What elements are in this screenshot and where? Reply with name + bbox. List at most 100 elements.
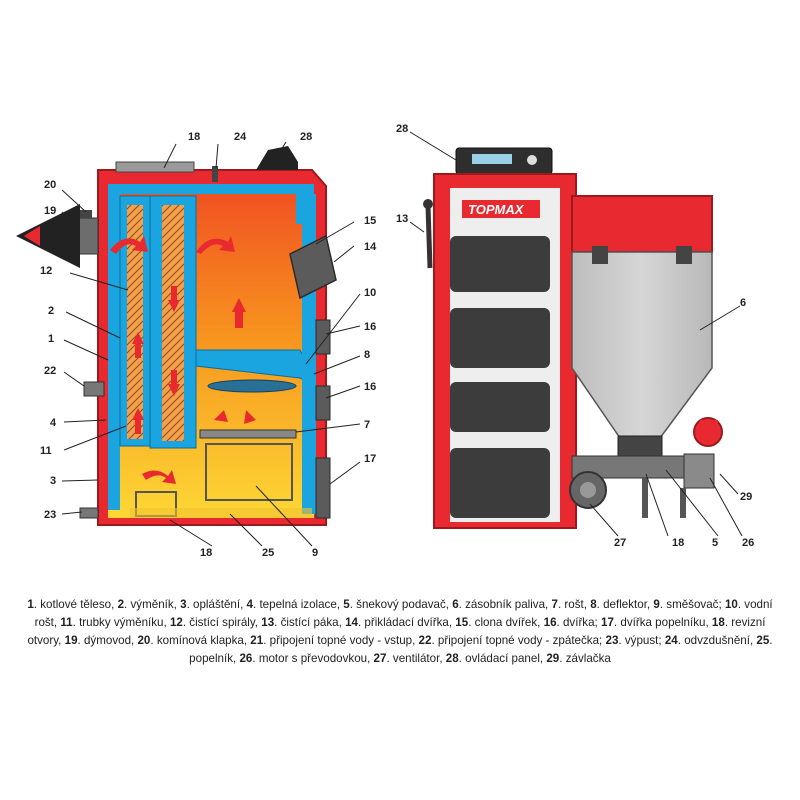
- legend-number: 23: [605, 634, 619, 647]
- deflector: [207, 379, 297, 393]
- legend-item: 4. tepelná izolace: [246, 598, 337, 611]
- legend-number: 15: [455, 616, 469, 629]
- label-22: 22: [44, 365, 56, 377]
- air-vent: [212, 166, 218, 182]
- legend-text: komínová klapka: [156, 634, 244, 647]
- hopper-lid: [571, 195, 713, 253]
- legend-text: trubky výměníku: [79, 616, 164, 629]
- front-door-3: [450, 382, 550, 432]
- legend-item: 17. dvířka popelníku: [601, 616, 706, 629]
- cleaning-lever: [425, 205, 433, 269]
- legend-text: clona dvířek: [474, 616, 538, 629]
- legend-item: 19. dýmovod: [64, 634, 132, 647]
- label-2: 2: [48, 305, 54, 317]
- legend-item: 1. kotlové těleso: [27, 598, 112, 611]
- ash-door: [315, 457, 331, 519]
- legend-item: 8. deflektor: [590, 598, 647, 611]
- label-15: 15: [364, 215, 376, 227]
- label-12: 12: [40, 265, 52, 277]
- fuel-hopper: [571, 251, 713, 439]
- legend-number: 18: [711, 616, 725, 629]
- label-7: 7: [364, 419, 370, 431]
- legend-text: čistící páka: [280, 616, 339, 629]
- legend-text: popelník: [189, 652, 234, 665]
- legend-item: 25. popelník: [189, 634, 773, 665]
- legend-item: 15. clona dvířek: [455, 616, 538, 629]
- legend-text: opláštění: [193, 598, 241, 611]
- exterior-boiler: TOPMAX: [396, 123, 754, 549]
- legend-text: výměník: [130, 598, 174, 611]
- label-18-right: 18: [672, 537, 684, 549]
- legend-text: ovládací panel: [465, 652, 540, 665]
- label-14: 14: [364, 241, 377, 253]
- grate: [199, 429, 297, 439]
- legend-number: 28: [445, 652, 459, 665]
- legend-item: 3. opláštění: [180, 598, 241, 611]
- label-3: 3: [50, 475, 56, 487]
- label-23: 23: [44, 509, 56, 521]
- legend-text: čistící spirály: [189, 616, 255, 629]
- legend-number: 8: [590, 598, 597, 611]
- legend-number: 12: [169, 616, 183, 629]
- front-door-4: [450, 448, 550, 518]
- legend-item: 10. vodní rošt: [34, 598, 773, 629]
- legend-number: 20: [137, 634, 151, 647]
- gear-motor: [683, 453, 715, 489]
- label-5: 5: [712, 537, 718, 549]
- legend-number: 11: [60, 616, 73, 629]
- legend-text: připojení topné vody - zpátečka;: [437, 634, 603, 647]
- label-6: 6: [740, 297, 746, 309]
- label-27: 27: [614, 537, 626, 549]
- label-11: 11: [40, 445, 52, 457]
- label-18-top: 18: [188, 131, 200, 143]
- label-16-lower: 16: [364, 381, 376, 393]
- legend-text: motor s převodovkou: [258, 652, 368, 665]
- label-28-left: 28: [300, 131, 312, 143]
- label-18-bottom: 18: [200, 547, 212, 559]
- legend-item: 11. trubky výměníku: [60, 616, 164, 629]
- legend-number: 29: [546, 652, 560, 665]
- label-26: 26: [742, 537, 754, 549]
- legend-text: přikládací dvířka: [364, 616, 449, 629]
- legend-item: 6. zásobník paliva: [452, 598, 546, 611]
- drain-connector: [79, 507, 99, 519]
- legend-number: 3: [180, 598, 187, 611]
- label-24: 24: [234, 131, 247, 143]
- label-10: 10: [364, 287, 376, 299]
- legend-text: směšovač;: [666, 598, 722, 611]
- legend-item: 18. revizní otvory: [27, 616, 766, 647]
- legend-text: připojení topné vody - vstup: [269, 634, 413, 647]
- legend-item: 28. ovládací panel: [445, 652, 540, 665]
- brand-text: TOPMAX: [468, 202, 525, 217]
- chimney-flue: [67, 217, 99, 255]
- legend-item: 9. směšovač;: [653, 598, 722, 611]
- legend-text: odvzdušnění: [684, 634, 750, 647]
- legend-number: 26: [239, 652, 253, 665]
- legend-number: 5: [343, 598, 350, 611]
- flow-arrows: [110, 236, 256, 484]
- label-16-upper: 16: [364, 321, 376, 333]
- label-29: 29: [740, 491, 752, 503]
- legend-number: 21: [250, 634, 264, 647]
- legend-number: 27: [373, 652, 387, 665]
- legend-item: 22. připojení topné vody - zpátečka;: [418, 634, 603, 647]
- label-17: 17: [364, 453, 376, 465]
- legend-number: 24: [664, 634, 678, 647]
- legend-text: ventilátor: [392, 652, 440, 665]
- legend-item: 13. čistící páka: [261, 616, 339, 629]
- leader-lines-right: [409, 131, 743, 537]
- legend-text: výpust;: [624, 634, 662, 647]
- cutaway-boiler: 18 24 28 20 19 12 2 1 22 4 11 3 23 18 25…: [16, 131, 377, 559]
- legend-text: šnekový podavač: [356, 598, 446, 611]
- return-connector: [83, 381, 105, 397]
- label-13: 13: [396, 213, 408, 225]
- legend-number: 13: [261, 616, 275, 629]
- legend-item: 26. motor s převodovkou: [239, 652, 368, 665]
- revision-opening-top: [115, 161, 195, 173]
- legend-number: 4: [246, 598, 253, 611]
- feed-door: [289, 234, 337, 300]
- legend-number: 1: [27, 598, 34, 611]
- legend-number: 6: [452, 598, 459, 611]
- front-door-1: [450, 236, 550, 292]
